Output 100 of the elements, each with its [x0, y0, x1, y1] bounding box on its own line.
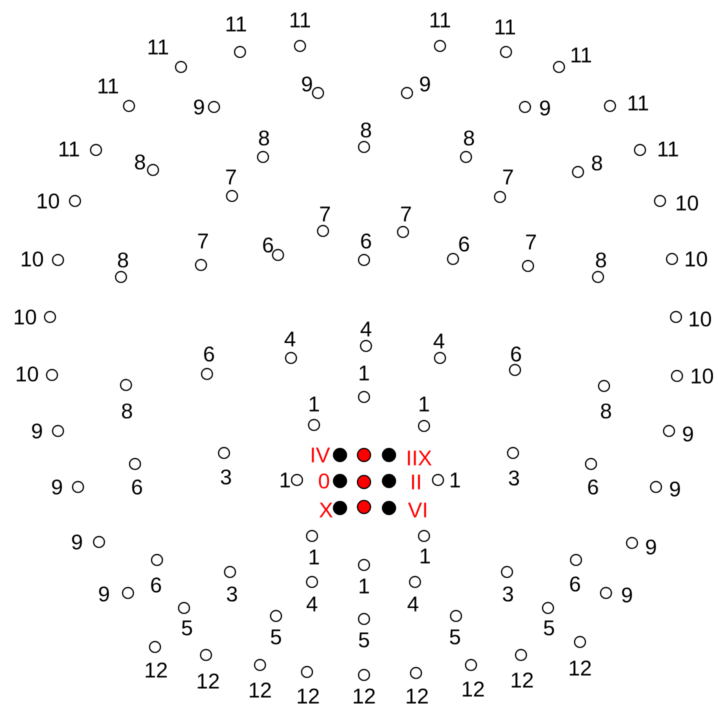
circle-marker: [450, 610, 462, 622]
circle-marker: [396, 226, 410, 238]
number-label: 7: [198, 234, 208, 248]
circle-marker: [224, 566, 236, 578]
number-label: 6: [511, 346, 521, 362]
number-label: 8: [464, 130, 474, 146]
number-label: 1: [310, 396, 319, 412]
dot-marker: [382, 448, 396, 462]
circle-marker: [508, 364, 522, 376]
number-label: 4: [408, 596, 418, 612]
number-label: 11: [148, 40, 168, 54]
circle-marker: [284, 352, 298, 364]
dot-marker: [356, 448, 372, 462]
number-label: 11: [496, 20, 516, 34]
number-label: 6: [588, 479, 598, 495]
numeral-label: 0: [318, 473, 330, 489]
number-label: 12: [570, 660, 591, 676]
number-label: 9: [420, 76, 430, 92]
circle-marker: [272, 248, 284, 262]
circle-marker: [178, 602, 190, 614]
circle-marker: [592, 270, 604, 284]
circle-marker: [460, 150, 472, 164]
circle-marker: [200, 648, 212, 662]
number-label: 11: [290, 12, 310, 28]
number-label: 6: [204, 346, 214, 362]
number-label: 10: [14, 309, 36, 325]
numeral-label: II: [412, 474, 420, 490]
circle-marker: [552, 60, 566, 74]
circle-marker: [662, 424, 676, 438]
circle-marker: [122, 100, 136, 112]
number-label: 10: [690, 311, 712, 327]
circle-marker: [446, 252, 460, 266]
number-label: 6: [263, 237, 273, 253]
number-label: 10: [692, 368, 714, 384]
circle-marker: [148, 640, 162, 654]
circle-marker: [634, 144, 646, 156]
circle-marker: [670, 370, 684, 382]
number-label: 12: [512, 672, 533, 688]
number-label: 9: [99, 586, 109, 602]
circle-marker: [358, 390, 370, 404]
number-label: 8: [601, 403, 611, 419]
number-label: 5: [358, 632, 370, 648]
circle-marker: [254, 658, 266, 672]
number-label: 3: [508, 470, 519, 486]
circle-marker: [316, 224, 330, 238]
numeral-label: IV: [312, 448, 330, 462]
number-label: 4: [360, 322, 372, 336]
number-label: 6: [151, 577, 161, 593]
dot-marker: [332, 448, 348, 462]
circle-marker: [174, 60, 188, 74]
number-label: 7: [226, 170, 236, 184]
number-label: 5: [544, 620, 554, 636]
number-label: 4: [434, 334, 444, 348]
number-label: 7: [526, 234, 536, 250]
circle-marker: [358, 668, 370, 682]
number-label: 12: [354, 688, 375, 704]
number-label: 11: [98, 78, 118, 94]
circle-marker: [598, 380, 610, 392]
circle-marker: [122, 586, 134, 600]
circle-marker: [654, 194, 666, 208]
circle-marker: [270, 610, 282, 622]
circle-marker: [200, 368, 214, 380]
circle-marker: [256, 150, 270, 164]
circle-marker: [312, 86, 324, 100]
number-label: 5: [182, 620, 192, 636]
circle-marker: [500, 566, 514, 578]
circle-marker: [150, 554, 164, 566]
number-label: 7: [320, 206, 330, 222]
circle-marker: [542, 602, 554, 614]
circle-marker: [410, 666, 422, 680]
number-label: 6: [459, 236, 469, 252]
circle-marker: [290, 474, 304, 486]
number-label: 1: [420, 548, 430, 564]
number-label: 3: [226, 586, 237, 602]
number-label: 11: [628, 96, 648, 110]
number-label: 6: [570, 576, 580, 592]
number-label: 9: [72, 534, 82, 550]
dot-marker: [382, 500, 396, 516]
number-label: 5: [450, 630, 460, 644]
circle-marker: [600, 586, 612, 600]
circle-marker: [584, 458, 598, 470]
number-label: 10: [16, 366, 38, 382]
number-label: 11: [60, 142, 80, 156]
number-label: 4: [284, 332, 296, 346]
number-label: 9: [646, 539, 656, 555]
circle-marker: [208, 100, 220, 114]
number-label: 11: [226, 16, 246, 32]
dot-marker: [382, 474, 396, 488]
circle-marker: [418, 420, 430, 432]
dot-marker: [332, 500, 348, 516]
dot-marker: [356, 500, 372, 514]
number-label: 10: [686, 251, 708, 267]
circle-marker: [570, 554, 582, 566]
number-label: 12: [198, 674, 219, 688]
number-label: 8: [596, 252, 606, 268]
circle-marker: [604, 100, 616, 112]
number-label: 9: [194, 99, 204, 115]
circle-marker: [358, 140, 370, 154]
circle-marker: [120, 378, 132, 392]
number-label: 12: [250, 682, 271, 698]
